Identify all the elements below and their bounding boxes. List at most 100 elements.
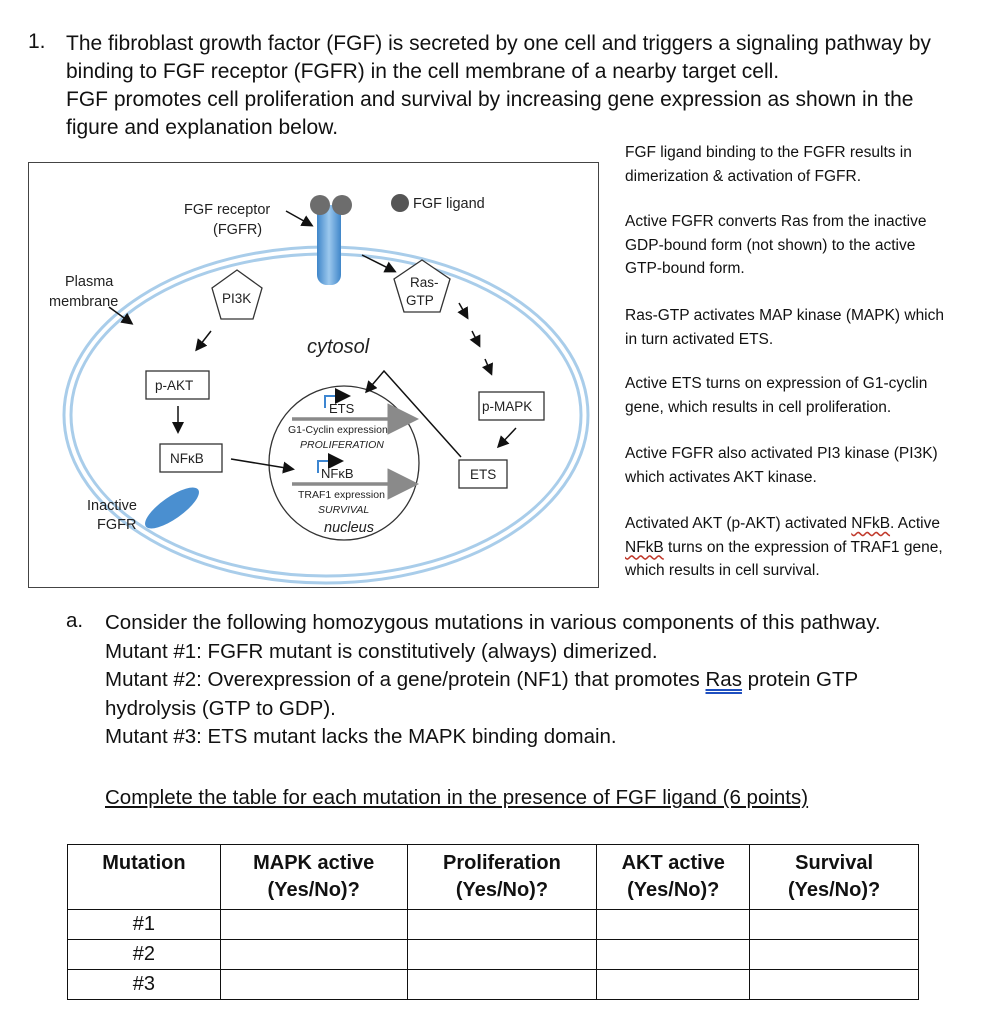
nucleus-nfkb-label: NFκB bbox=[321, 466, 354, 481]
explanation-text: turns on the expression of TRAF1 gene, bbox=[663, 538, 943, 556]
pi3k-label: PI3K bbox=[222, 291, 251, 306]
header-text: (Yes/No)? bbox=[455, 879, 549, 901]
arrow-to-receptor bbox=[285, 210, 314, 227]
question-line: The fibroblast growth factor (FGF) is se… bbox=[66, 32, 931, 55]
explanation-4: Active ETS turns on expression of G1-cyc… bbox=[625, 372, 985, 419]
answer-cell-proliferation[interactable] bbox=[406, 969, 598, 1000]
explanation-line: Active ETS turns on expression of G1-cyc… bbox=[625, 375, 928, 392]
arrow-pi3k-to-akt bbox=[195, 330, 212, 352]
table-row: #3 bbox=[67, 969, 919, 1000]
question-line: figure and explanation below. bbox=[66, 116, 339, 139]
header-text: Survival bbox=[795, 852, 873, 874]
explanation-line: which activates AKT kinase. bbox=[625, 468, 817, 486]
explanation-line: GDP-bound form (not shown) to the active bbox=[625, 236, 916, 254]
explanation-text: Activated AKT (p-AKT) activated bbox=[625, 515, 852, 532]
explanation-line: in turn activated ETS. bbox=[625, 330, 774, 348]
proliferation-label: PROLIFERATION bbox=[300, 439, 384, 451]
explanation-line: dimerization & activation of FGFR. bbox=[625, 167, 862, 185]
mutant-3-description: Mutant #3: ETS mutant lacks the MAPK bin… bbox=[105, 725, 617, 748]
ras-gtp-shape bbox=[393, 259, 451, 313]
p-akt-label: p-AKT bbox=[155, 378, 193, 393]
answer-cell-survival[interactable] bbox=[749, 969, 919, 1000]
header-text: Mutation bbox=[102, 852, 186, 874]
header-text: Proliferation bbox=[443, 852, 561, 874]
answer-cell-proliferation[interactable] bbox=[406, 909, 598, 940]
question-line: FGF promotes cell proliferation and surv… bbox=[66, 88, 914, 111]
explanation-line: gene, which results in cell proliferatio… bbox=[625, 398, 892, 416]
answer-table: Mutation MAPK active(Yes/No)? Proliferat… bbox=[67, 844, 919, 1000]
fgfr-paren-label: (FGFR) bbox=[213, 222, 262, 238]
nucleus-ets-label: ETS bbox=[329, 401, 355, 416]
explanation-6: Activated AKT (p-AKT) activated NFkB. Ac… bbox=[625, 512, 985, 583]
header-survival: Survival (Yes/No)? bbox=[749, 844, 919, 910]
answer-cell-akt[interactable] bbox=[596, 969, 751, 1000]
ras-underlined-word: Ras bbox=[705, 668, 742, 691]
question-line: binding to FGF receptor (FGFR) in the ce… bbox=[66, 60, 780, 83]
answer-cell-akt[interactable] bbox=[596, 909, 751, 940]
inactive-fgfr-label: FGFR bbox=[97, 517, 136, 533]
inactive-label: Inactive bbox=[87, 498, 137, 514]
fgf-receptor-label: FGF receptor bbox=[184, 202, 270, 218]
p-mapk-box bbox=[478, 391, 545, 421]
arrow-mapk-to-ets bbox=[496, 427, 517, 449]
nfkb-box bbox=[159, 443, 223, 473]
pathway-diagram: FGF receptor (FGFR) FGF ligand Plasma me… bbox=[49, 194, 590, 585]
header-text: (Yes/No)? bbox=[787, 879, 881, 901]
answer-cell-mapk[interactable] bbox=[219, 939, 408, 970]
nucleus-outline bbox=[268, 385, 420, 541]
question-number: 1. bbox=[28, 30, 46, 53]
header-mapk-active: MAPK active(Yes/No)? bbox=[219, 844, 408, 910]
answer-cell-survival[interactable] bbox=[749, 909, 919, 940]
explanation-line: Ras-GTP activates MAP kinase (MAPK) whic… bbox=[625, 307, 944, 324]
part-a-intro: Consider the following homozygous mutati… bbox=[105, 611, 881, 634]
arrow-ets-into-nucleus bbox=[365, 369, 462, 458]
explanation-3: Ras-GTP activates MAP kinase (MAPK) whic… bbox=[625, 304, 985, 351]
mutant-2-continuation: hydrolysis (GTP to GDP). bbox=[105, 696, 336, 720]
question-text: The fibroblast growth factor (FGF) is se… bbox=[66, 30, 966, 142]
header-text: AKT active bbox=[621, 852, 725, 874]
p-mapk-label: p-MAPK bbox=[482, 399, 532, 414]
answer-cell-akt[interactable] bbox=[596, 939, 751, 970]
header-text: (Yes/No)? bbox=[627, 879, 720, 901]
table-row: #1 bbox=[67, 909, 919, 940]
plasma-label: Plasma bbox=[65, 274, 114, 290]
nucleus-label: nucleus bbox=[324, 520, 374, 536]
answer-cell-survival[interactable] bbox=[749, 939, 919, 970]
membrane-label: membrane bbox=[49, 294, 118, 310]
arrow-to-membrane bbox=[108, 306, 134, 325]
nfkb-label: NFκB bbox=[170, 451, 204, 466]
arrow-nfkb-to-nucleus bbox=[230, 458, 295, 474]
ets-box-label: ETS bbox=[470, 467, 496, 482]
answer-cell-mapk[interactable] bbox=[219, 969, 408, 1000]
header-mutation: Mutation bbox=[67, 844, 221, 910]
explanation-line: Active FGFR also activated PI3 kinase (P… bbox=[625, 445, 938, 462]
explanation-line: Active FGFR converts Ras from the inacti… bbox=[625, 213, 927, 230]
ras-label: Ras- bbox=[410, 275, 439, 290]
nfkb-spellcheck-word: NFkB bbox=[625, 538, 664, 556]
fgf-ligand-bound bbox=[332, 195, 352, 215]
nfkb-promoter-arrow bbox=[317, 453, 344, 473]
gtp-label: GTP bbox=[406, 293, 434, 308]
fgf-receptor-stem bbox=[317, 205, 341, 285]
table-row: #2 bbox=[67, 939, 919, 970]
answer-cell-mapk[interactable] bbox=[219, 909, 408, 940]
mutation-cell: #3 bbox=[67, 969, 221, 1000]
answer-cell-proliferation[interactable] bbox=[406, 939, 598, 970]
mutant-2-text: Mutant #2: Overexpression of a gene/prot… bbox=[105, 668, 706, 691]
explanation-1: FGF ligand binding to the FGFR results i… bbox=[625, 141, 985, 188]
survival-label: SURVIVAL bbox=[318, 504, 369, 516]
explanation-5: Active FGFR also activated PI3 kinase (P… bbox=[625, 442, 985, 489]
g1-cyclin-label: G1-Cyclin expression bbox=[288, 424, 388, 436]
table-instruction: Complete the table for each mutation in … bbox=[105, 786, 809, 809]
header-text bbox=[68, 877, 220, 904]
part-a-text: Consider the following homozygous mutati… bbox=[105, 609, 965, 752]
nfkb-spellcheck-word: NFkB bbox=[851, 515, 891, 532]
explanation-line: which results in cell survival. bbox=[625, 562, 820, 579]
traf1-label: TRAF1 expression bbox=[298, 489, 385, 501]
p-akt-box bbox=[145, 370, 210, 400]
mutation-cell: #2 bbox=[67, 939, 221, 970]
mutation-cell: #1 bbox=[67, 909, 221, 940]
mutant-1-description: Mutant #1: FGFR mutant is constitutively… bbox=[105, 639, 658, 663]
arrow-receptor-to-ras bbox=[361, 254, 397, 273]
explanation-line: GTP-bound form. bbox=[625, 260, 745, 277]
